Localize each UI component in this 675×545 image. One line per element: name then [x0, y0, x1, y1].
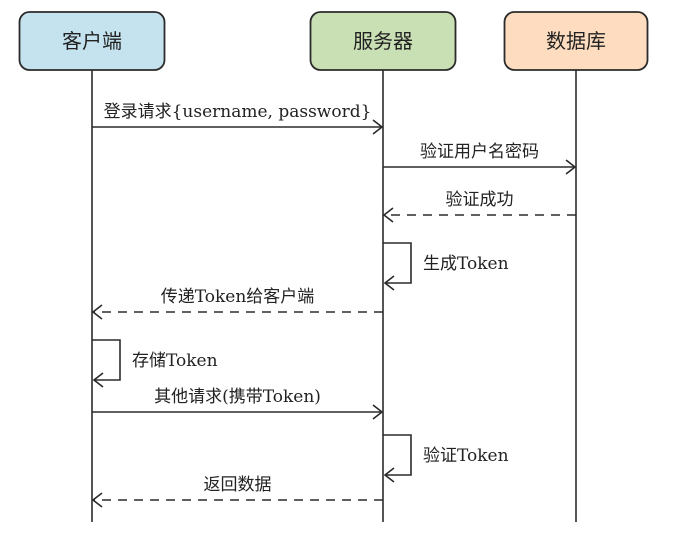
message-9: 返回数据 — [91, 475, 383, 508]
message-1: 登录请求{username, password} — [92, 102, 384, 135]
self-message-loop — [383, 242, 412, 284]
participant-box — [18, 11, 166, 71]
message-label: 验证成功 — [446, 190, 514, 210]
message-label: 验证Token — [423, 446, 509, 466]
message-label: 验证用户名密码 — [420, 142, 539, 162]
self-message-loop — [92, 339, 121, 381]
arrow-head — [372, 119, 384, 135]
message-3: 验证成功 — [382, 190, 576, 223]
message-6: 存储Token — [92, 339, 218, 388]
arrow-head — [372, 404, 384, 420]
message-7: 其他请求(携带Token) — [92, 387, 384, 420]
participant-box — [503, 11, 649, 71]
arrow-head — [383, 467, 395, 483]
message-label: 返回数据 — [204, 475, 272, 495]
arrow-head — [565, 159, 577, 175]
arrow-head — [91, 304, 103, 320]
message-label: 传递Token给客户端 — [161, 287, 315, 307]
arrow-head — [91, 492, 103, 508]
arrow-head — [383, 275, 395, 291]
message-8: 验证Token — [383, 434, 509, 483]
message-label: 存储Token — [132, 351, 218, 371]
message-label: 其他请求(携带Token) — [154, 387, 321, 407]
participant-client: 客户端 — [18, 11, 166, 71]
participant-label: 数据库 — [546, 29, 606, 53]
message-label: 登录请求{username, password} — [104, 102, 372, 122]
arrow-head — [382, 207, 394, 223]
participant-box — [309, 11, 457, 71]
participant-label: 服务器 — [353, 29, 413, 53]
arrow-head — [92, 372, 104, 388]
participant-label: 客户端 — [62, 29, 122, 53]
message-4: 生成Token — [383, 242, 509, 291]
message-2: 验证用户名密码 — [383, 142, 577, 175]
participant-server: 服务器 — [309, 11, 457, 71]
message-label: 生成Token — [423, 254, 509, 274]
self-message-loop — [383, 434, 412, 476]
message-5: 传递Token给客户端 — [91, 287, 383, 320]
participant-database: 数据库 — [503, 11, 649, 71]
